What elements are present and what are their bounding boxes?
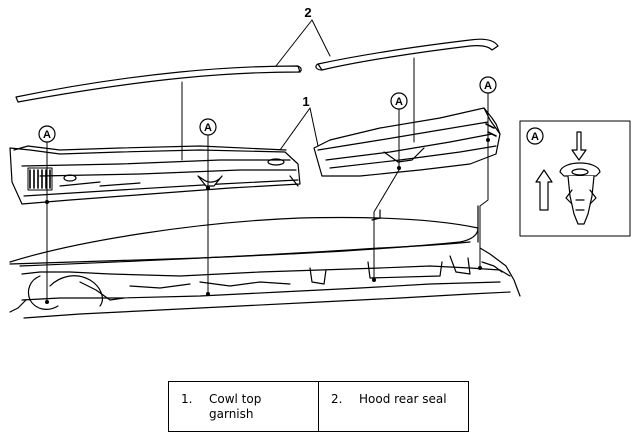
clip-callout-a-4: A (484, 80, 492, 92)
cowl-body-structure (9, 247, 521, 319)
push-down-arrow-icon (571, 131, 587, 161)
cowl-assembly-diagram: 2 1 A A A A A (9, 5, 631, 319)
legend-number: 1. (181, 392, 193, 406)
clip-callout-a-2: A (204, 122, 212, 134)
legend-number: 2. (331, 392, 343, 406)
callout-hood-rear-seal: 2 (304, 5, 311, 20)
clip-callout-circles (38, 76, 497, 143)
parts-legend: 1. Cowl top garnish 2. Hood rear seal (168, 381, 469, 432)
hood-rear-seal-left (15, 65, 302, 103)
callout-cowl-top-garnish: 1 (302, 94, 309, 109)
cowl-top-garnish-left (9, 145, 301, 205)
cowl-top-garnish-right (313, 107, 501, 177)
clip-callout-a-3: A (395, 96, 403, 108)
legend-text: Cowl top garnish (209, 392, 262, 421)
hood-rear-seal-right (315, 38, 499, 71)
leader-lines (46, 19, 489, 303)
hood-outline (9, 205, 479, 267)
pull-up-arrow-icon (535, 169, 553, 211)
clip-callout-a-1: A (43, 129, 51, 141)
clip-markers (45, 138, 490, 304)
legend-item-cowl-top-garnish: 1. Cowl top garnish (169, 382, 318, 431)
legend-item-hood-rear-seal: 2. Hood rear seal (318, 382, 468, 431)
clip-detail-box (519, 120, 631, 237)
legend-text: Hood rear seal (359, 392, 447, 406)
detail-label-a: A (531, 131, 539, 143)
